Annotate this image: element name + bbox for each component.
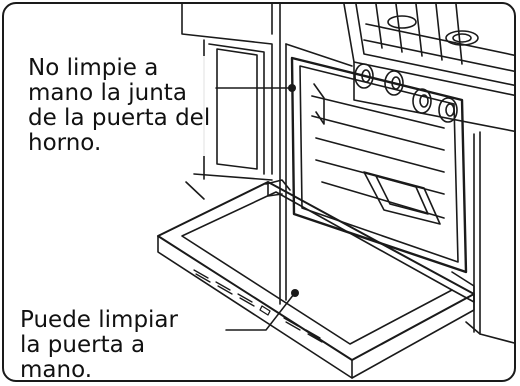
door-cleaning-line-2: la puerta a (20, 332, 146, 358)
door-cleaning-line-3: mano. (20, 357, 93, 382)
door-cleaning-text: Puede limpiar la puerta a mano. (20, 307, 178, 382)
door-marker-dot (291, 289, 299, 297)
gasket-warning-line-3: de la puerta del (28, 105, 211, 131)
oven-door-gasket (290, 56, 468, 274)
oven-racks (311, 83, 445, 225)
callout-leaders (215, 87, 295, 331)
range-body (279, 4, 514, 344)
gasket-marker-dot (288, 84, 296, 92)
gasket-warning-line-1: No limpie a (28, 55, 159, 81)
cooktop-grates (355, 4, 514, 86)
oven-door-panel (157, 179, 475, 379)
door-vents (193, 269, 323, 343)
gasket-warning-line-4: horno. (28, 130, 102, 156)
gasket-warning-line-2: mano la junta (28, 80, 187, 106)
illustration-frame: No limpie a mano la junta de la puerta d… (2, 2, 516, 382)
gasket-warning-text: No limpie a mano la junta de la puerta d… (28, 55, 211, 156)
door-cleaning-line-1: Puede limpiar (20, 307, 178, 333)
oven-illustration (157, 4, 514, 379)
